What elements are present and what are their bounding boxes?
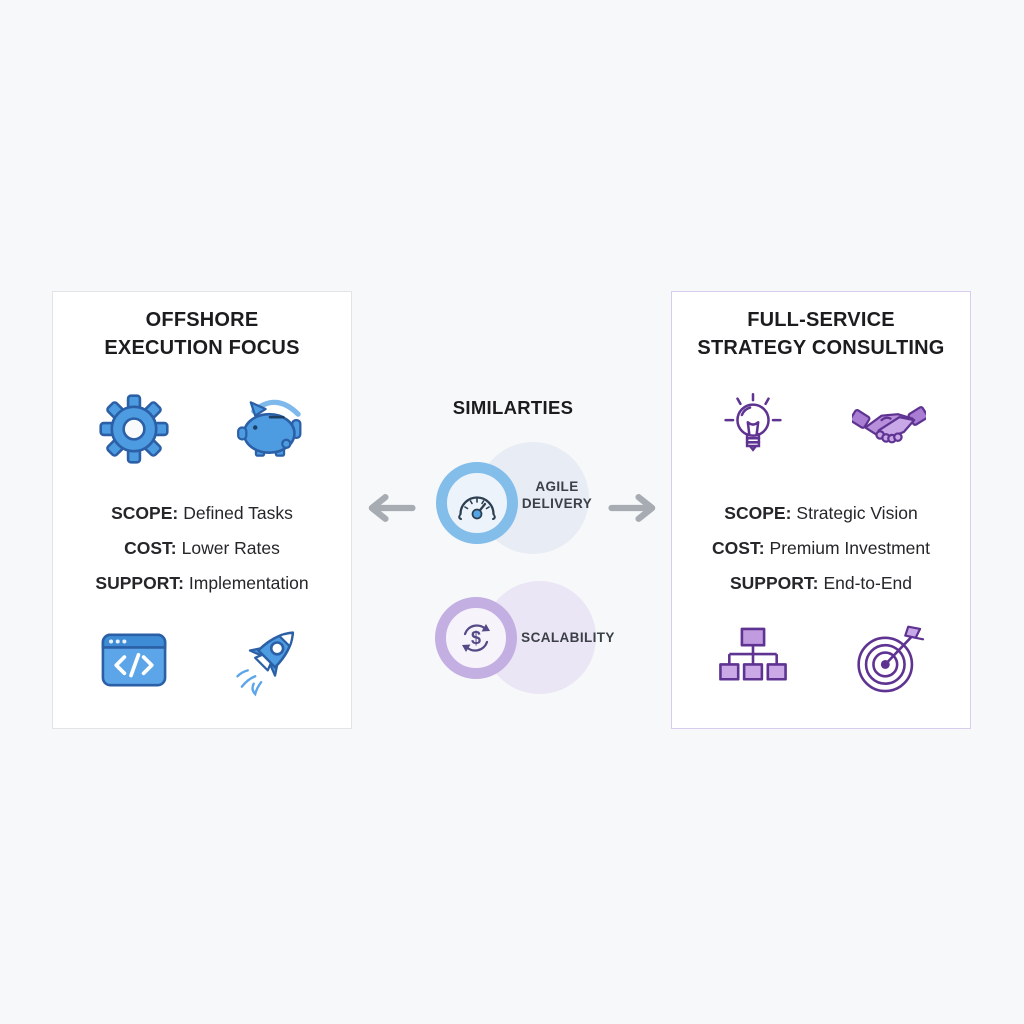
strategy-panel: FULL-SERVICE STRATEGY CONSULTING xyxy=(671,291,971,729)
offshore-cost-row: COST:Lower Rates xyxy=(95,531,308,566)
strategy-top-icons xyxy=(716,392,926,466)
offshore-cost-value: Lower Rates xyxy=(181,538,280,558)
offshore-support-row: SUPPORT:Implementation xyxy=(95,566,308,601)
offshore-scope-row: SCOPE:Defined Tasks xyxy=(95,496,308,531)
org-chart-icon xyxy=(719,627,787,681)
agile-delivery-badge-ring xyxy=(436,462,518,544)
offshore-title-line2: EXECUTION FOCUS xyxy=(104,337,300,359)
right-arrow-icon xyxy=(608,494,656,522)
speedometer-icon xyxy=(458,496,496,520)
strategy-scope-row: SCOPE:Strategic Vision xyxy=(712,496,930,531)
offshore-scope-value: Defined Tasks xyxy=(183,503,293,523)
strategy-bottom-icons xyxy=(716,623,926,697)
code-window-icon xyxy=(101,633,167,687)
offshore-bottom-icons xyxy=(97,623,307,697)
agile-delivery-label: AGILE DELIVERY xyxy=(521,479,593,511)
left-arrow-icon xyxy=(368,494,416,522)
offshore-scope-label: SCOPE: xyxy=(111,503,179,523)
offshore-info: SCOPE:Defined Tasks COST:Lower Rates SUP… xyxy=(95,496,308,601)
piggy-bank-headset-icon xyxy=(237,399,302,457)
similarities-heading: SIMILARTIES xyxy=(452,397,574,418)
strategy-support-row: SUPPORT:End-to-End xyxy=(712,566,930,601)
offshore-top-icons xyxy=(97,392,307,466)
strategy-title-line2: STRATEGY CONSULTING xyxy=(697,337,945,359)
gear-icon xyxy=(99,394,169,464)
scalability-label: SCALABILITY xyxy=(521,630,615,645)
target-arrow-icon xyxy=(857,625,925,693)
strategy-scope-value: Strategic Vision xyxy=(796,503,918,523)
strategy-title-line1: FULL-SERVICE xyxy=(747,309,895,331)
handshake-icon xyxy=(852,406,926,444)
offshore-panel-title: OFFSHORE EXECUTION FOCUS xyxy=(104,306,299,362)
scalability-badge-ring: $ xyxy=(435,597,517,679)
strategy-cost-value: Premium Investment xyxy=(769,538,930,558)
strategy-scope-label: SCOPE: xyxy=(724,503,792,523)
rocket-icon xyxy=(236,631,295,697)
offshore-panel: OFFSHORE EXECUTION FOCUS xyxy=(52,291,352,729)
strategy-info: SCOPE:Strategic Vision COST:Premium Inve… xyxy=(712,496,930,601)
offshore-support-label: SUPPORT: xyxy=(95,573,184,593)
dollar-glyph: $ xyxy=(471,628,481,648)
dollar-cycle-icon: $ xyxy=(462,624,490,652)
strategy-cost-row: COST:Premium Investment xyxy=(712,531,930,566)
offshore-cost-label: COST: xyxy=(124,538,177,558)
strategy-cost-label: COST: xyxy=(712,538,765,558)
strategy-support-value: End-to-End xyxy=(823,573,912,593)
offshore-title-line1: OFFSHORE xyxy=(145,309,259,331)
strategy-panel-title: FULL-SERVICE STRATEGY CONSULTING xyxy=(697,306,944,362)
lightbulb-icon xyxy=(724,392,782,452)
offshore-support-value: Implementation xyxy=(188,573,309,593)
strategy-support-label: SUPPORT: xyxy=(729,573,819,593)
